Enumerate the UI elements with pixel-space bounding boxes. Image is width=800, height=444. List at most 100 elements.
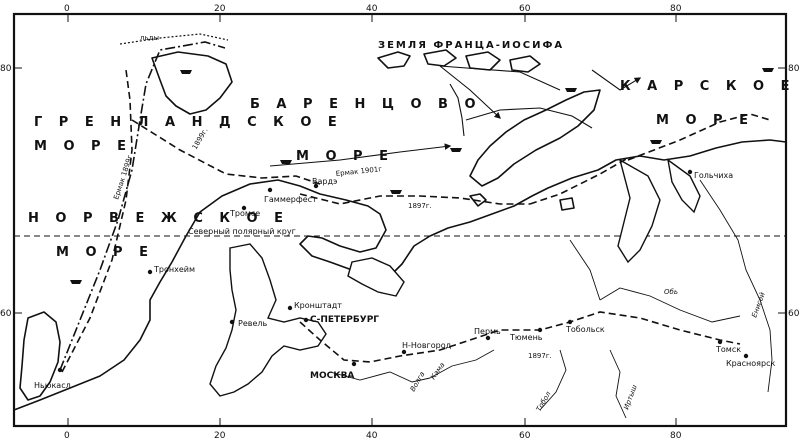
route-label-1897-land: 1897г.: [528, 352, 552, 360]
city-label-golchikha: Гольчиха: [694, 171, 733, 180]
fjl-island-4: [509, 55, 541, 73]
norwegian-sea-more-label: М О Р Е: [56, 245, 154, 260]
axis-right-80: 80: [788, 64, 800, 74]
land-masses: [13, 49, 787, 427]
route-label-1897-sea: 1897г.: [408, 202, 432, 210]
ship-icon: [450, 148, 462, 152]
gulf-of-ob-water: [617, 158, 661, 264]
axis-labels-top: 0 20 40 60 80: [64, 4, 682, 14]
ice-label: льды: [140, 34, 159, 42]
ice-edge: [119, 33, 229, 45]
routes: [59, 33, 771, 373]
ship-icon: [762, 68, 774, 72]
city-dot: [229, 319, 235, 325]
city-label-tromso: Тромсе: [229, 209, 260, 218]
city-label-hammerfest: Гаммерфест: [264, 195, 317, 204]
city-labels: Тромсе Гаммерфест Вардэ Тронхейм Ньюкасл…: [34, 171, 775, 390]
city-dot: [303, 317, 309, 323]
city-label-nizhny: Н-Новгород: [402, 341, 452, 350]
novaya-zemlya-island: [469, 89, 601, 187]
franz-josef-land-label: ЗЕМЛЯ ФРАНЦА-ИОСИФА: [378, 40, 564, 51]
city-dot: [687, 169, 693, 175]
sea-labels: Б А Р Е Н Ц О В О М О Р Е К А Р С К О Е …: [28, 79, 789, 260]
route-hammerfest: [131, 119, 321, 185]
scandinavia-russia-land: [13, 139, 787, 427]
axis-labels-side: 80 60 80 60: [0, 64, 800, 319]
route-nz-loop: [465, 107, 593, 129]
city-dot: [351, 361, 357, 367]
city-label-trondheim: Тронхейм: [153, 265, 195, 274]
lower-ob-river: [569, 239, 601, 301]
city-label-moscow: МОСКВА: [310, 371, 354, 381]
fjl-island-2: [423, 49, 457, 67]
city-dot: [147, 269, 153, 275]
ship-glyphs: [70, 68, 774, 284]
vaygach-island: [559, 197, 575, 211]
rivers: [329, 179, 773, 419]
norwegian-sea-label: Н О Р В Е Ж С К О Е: [28, 211, 289, 226]
axis-top-0: 0: [64, 4, 70, 14]
city-dot: [485, 335, 491, 341]
axis-bottom-80: 80: [670, 431, 682, 441]
axis-left-80: 80: [0, 64, 12, 74]
route-land-1897: [299, 311, 741, 363]
barents-sea-more-label: М О Р Е: [296, 149, 394, 164]
city-dot: [743, 353, 749, 359]
city-label-spb: С-ПЕТЕРБУРГ: [310, 315, 379, 325]
great-britain-island: [19, 311, 61, 401]
river-label-ob: Обь: [664, 288, 678, 296]
axis-right-60: 60: [788, 309, 800, 319]
map-frame: [12, 12, 788, 428]
axis-bottom-40: 40: [366, 431, 378, 441]
tobol-river: [539, 349, 567, 411]
axis-top-20: 20: [214, 4, 226, 14]
axis-labels-bottom: 0 20 40 60 80: [64, 431, 682, 441]
city-label-newcastle: Ньюкасл: [34, 381, 71, 390]
axis-bottom-60: 60: [519, 431, 531, 441]
greenland-sea-more-label: М О Р Е: [34, 139, 132, 154]
city-dot: [567, 319, 573, 325]
baltic-sea-water: [209, 243, 327, 397]
city-label-tyumen: Тюмень: [509, 333, 543, 342]
city-dot: [57, 367, 63, 373]
route-ermak-1901: [269, 143, 452, 167]
route-kara-1897: [529, 157, 629, 205]
axis-top-40: 40: [366, 4, 378, 14]
city-dot: [287, 305, 293, 311]
city-dot: [267, 187, 273, 193]
ship-icon: [650, 140, 662, 144]
city-dot: [401, 349, 407, 355]
city-label-perm: Пермь: [474, 327, 501, 336]
arctic-circle-label: Северный полярный круг: [188, 227, 296, 236]
route-ermak-1899: [59, 41, 226, 371]
city-markers: [57, 169, 749, 373]
city-dot: [241, 205, 247, 211]
spitsbergen-island: [151, 51, 233, 115]
city-label-revel: Ревель: [238, 319, 267, 328]
irtysh-river: [609, 349, 627, 419]
route-coast-1897: [299, 193, 530, 205]
greenland-sea-label: Г Р Е Н Л А Н Д С К О Е: [34, 115, 343, 130]
kolguev-island: [469, 193, 487, 207]
ship-icon: [565, 88, 577, 92]
route-nz-north: [591, 69, 642, 91]
axis-top-80: 80: [670, 4, 682, 14]
ship-icon: [390, 190, 402, 194]
barents-sea-label: Б А Р Е Н Ц О В О: [250, 97, 482, 112]
axis-top-60: 60: [519, 4, 531, 14]
route-ermak-1899-return: [61, 69, 133, 373]
fjl-island-3: [465, 51, 501, 71]
city-dot: [537, 327, 543, 333]
city-label-vardo: Вардэ: [312, 177, 337, 186]
kara-sea-more-label: М О Р Е: [656, 113, 754, 128]
ship-icon: [70, 280, 82, 284]
yenisei-gulf-water: [666, 158, 701, 214]
city-label-tobolsk: Тобольск: [565, 325, 605, 334]
route-wavy: [449, 83, 465, 137]
city-dot: [313, 183, 319, 189]
ob-river: [599, 287, 741, 323]
white-sea-water: [347, 257, 405, 297]
route-to-fjl-2: [439, 65, 561, 91]
axis-bottom-20: 20: [214, 431, 226, 441]
